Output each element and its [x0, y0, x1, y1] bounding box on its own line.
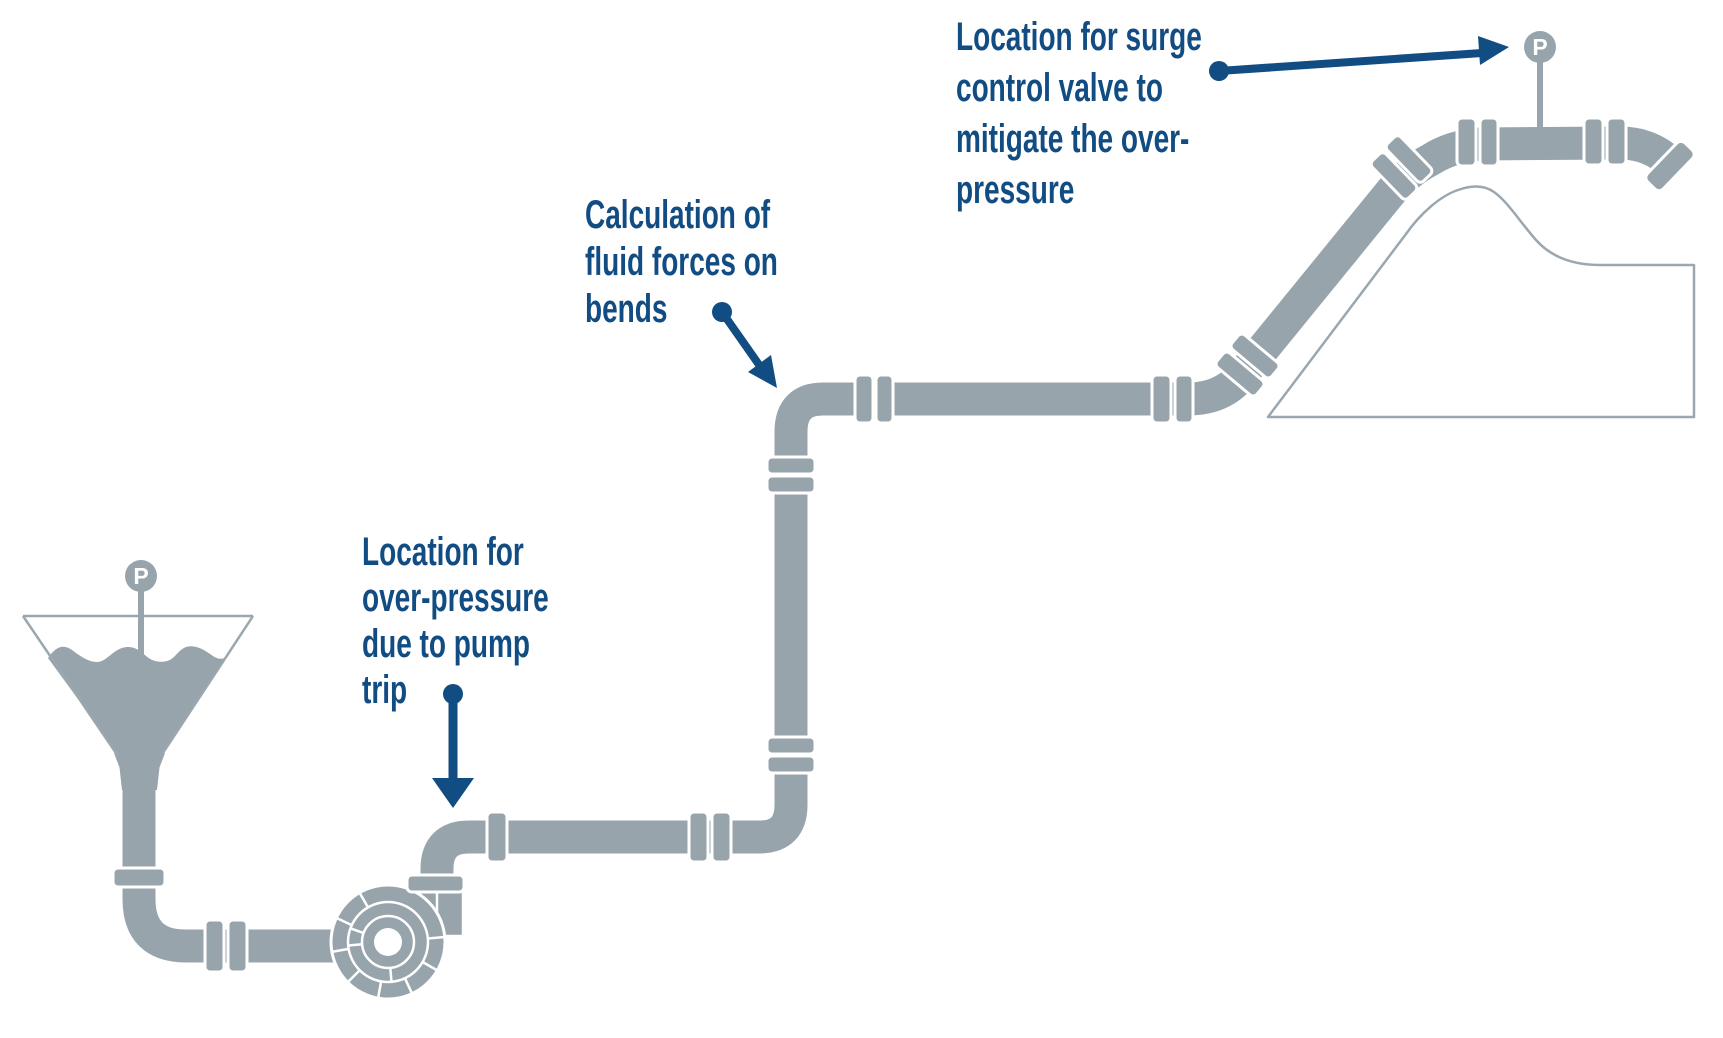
- flange: [874, 373, 895, 425]
- tank-wall-right: [159, 615, 255, 757]
- pump-hub: [374, 928, 402, 956]
- tank-liquid: [48, 646, 227, 790]
- arrow-surge-valve: [1209, 36, 1509, 81]
- flange: [765, 474, 817, 495]
- flange: [1582, 116, 1605, 167]
- flange: [485, 810, 509, 864]
- flange: [203, 918, 226, 974]
- flange: [226, 918, 249, 974]
- gauge-label: P: [133, 563, 148, 589]
- annotation-arrows: [432, 36, 1509, 808]
- hill: [1266, 185, 1696, 419]
- annotation-surge-control-valve: Location for surge control valve to miti…: [956, 15, 1202, 212]
- summit-pressure-gauge: P: [1524, 31, 1556, 132]
- pump: [329, 873, 466, 1001]
- arrow-fluid-forces: [712, 302, 777, 388]
- flange: [853, 373, 875, 425]
- tank-pressure-gauge: P: [125, 560, 157, 697]
- tank-wall-left: [21, 615, 120, 757]
- flange: [1455, 116, 1478, 168]
- pressure-gauge-icon: [125, 560, 157, 592]
- annotation-fluid-forces-on-bends: Calculation of fluid forces on bends: [585, 193, 778, 331]
- pressure-gauge-icon: [1524, 31, 1556, 63]
- arrow-pump-trip: [432, 684, 474, 808]
- annotation-pump-trip-overpressure: Location for over-pressure due to pump t…: [362, 530, 549, 712]
- flange: [1605, 116, 1628, 167]
- feed-tank: [21, 614, 255, 790]
- flange: [1214, 350, 1266, 398]
- pump-spokes: [331, 891, 445, 999]
- suction-pipe: [122, 756, 352, 963]
- flange: [1229, 332, 1281, 380]
- flange: [765, 455, 817, 476]
- flange: [687, 810, 710, 864]
- flange: [111, 866, 167, 889]
- flange: [765, 754, 817, 775]
- flange: [1150, 373, 1173, 425]
- flange: [710, 810, 733, 864]
- pump-ring-outer: [346, 900, 430, 984]
- flange: [765, 735, 817, 756]
- flange: [1478, 116, 1500, 168]
- flange: [1369, 151, 1419, 201]
- flange: [1173, 373, 1195, 425]
- tank-spout-flare: [114, 753, 165, 774]
- flange: [1384, 134, 1434, 184]
- pump-ring-inner: [360, 914, 416, 970]
- pump-outlet-flange: [405, 873, 466, 894]
- gauge-label: P: [1532, 34, 1547, 60]
- pipe-end-flange: [1644, 139, 1696, 193]
